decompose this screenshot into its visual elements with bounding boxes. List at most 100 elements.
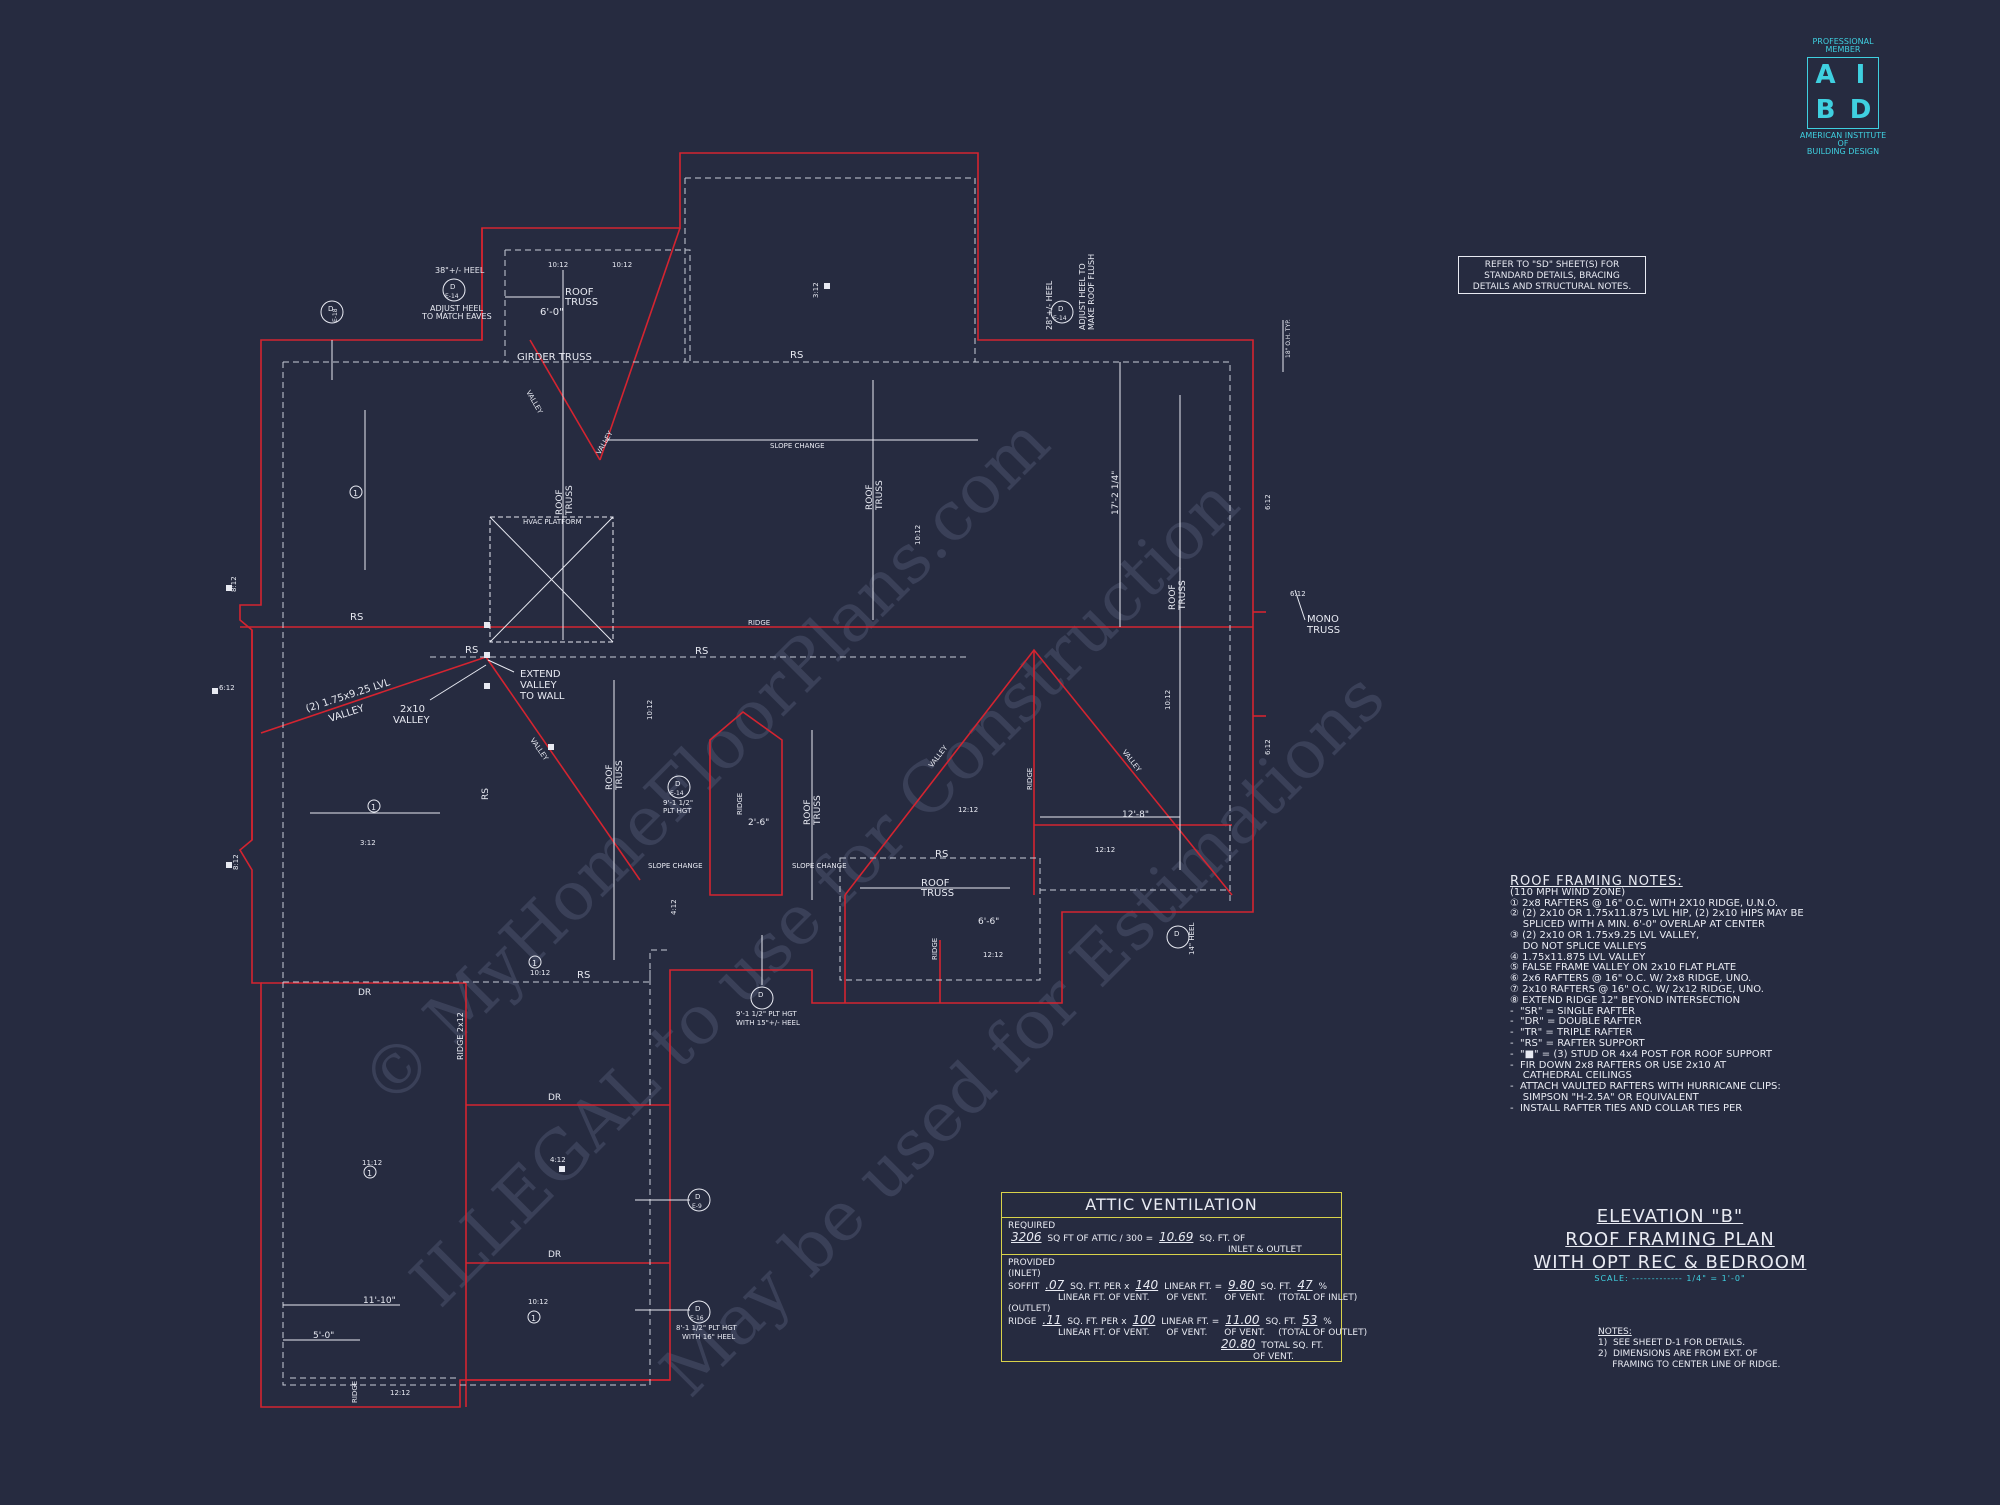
hvac-platform xyxy=(489,516,614,643)
adjust-heel-right-label: ADJUST HEEL TO xyxy=(1078,263,1087,330)
detail-bubble-4 xyxy=(667,775,691,799)
callout-1b xyxy=(367,799,381,813)
framing-note-line: ② (2) 2x10 OR 1.75x11.875 LVL HIP, (2) 2… xyxy=(1510,908,1804,920)
logo-top-2: MEMBER xyxy=(1825,45,1861,54)
rs-vertical: RS xyxy=(481,788,491,800)
reference-note: REFER TO "SD" SHEET(S) FOR STANDARD DETA… xyxy=(1458,256,1646,294)
ridge-lin: LINEAR FT. = xyxy=(1161,1317,1220,1327)
post-3 xyxy=(484,683,490,689)
pitch-label-b: 10:12 xyxy=(612,261,632,269)
truss-vertical-5: TRUSS xyxy=(813,795,823,826)
five-zero-label: 5'-0" xyxy=(313,1331,334,1341)
callout-1e xyxy=(527,1310,541,1324)
sheet-scale: SCALE: ------------- 1/4" = 1'-0" xyxy=(1594,1274,1746,1283)
pitch-label-m: 4:12 xyxy=(550,1156,566,1164)
truss-label-dormer: TRUSS xyxy=(920,888,954,899)
callout-one-a: 1 xyxy=(353,489,358,498)
grand-total-row: 20.80 TOTAL SQ. FT. xyxy=(1008,1338,1335,1352)
vent-required: REQUIRED 3206 SQ FT OF ATTIC / 300 = 10.… xyxy=(1002,1218,1341,1255)
truss-vertical-3: TRUSS xyxy=(1178,580,1188,611)
roof-truss-vertical-3: ROOF xyxy=(1168,584,1178,610)
ridge-label: RIDGE xyxy=(1008,1317,1037,1327)
valley-label-top: VALLEY xyxy=(524,389,544,416)
inlet-label: (INLET) xyxy=(1008,1269,1041,1279)
detail-bubble-7 xyxy=(687,1188,711,1212)
post-4 xyxy=(824,283,830,289)
detail-e14-3: E-14 xyxy=(1053,315,1067,322)
soffit-sub-row: LINEAR FT. OF VENT. OF VENT. OF VENT. (T… xyxy=(1008,1293,1357,1304)
hvac-label: HVAC PLATFORM xyxy=(523,518,582,526)
outlet-label: (OUTLET) xyxy=(1008,1304,1051,1314)
sheet-title-line-1: ELEVATION "B" xyxy=(1596,1206,1744,1227)
attic-ventilation-table: ATTIC VENTILATION REQUIRED 3206 SQ FT OF… xyxy=(1001,1192,1367,1362)
soffit-rate: .07 xyxy=(1045,1278,1065,1292)
soffit-pct-sign: % xyxy=(1318,1282,1328,1292)
ridge-row: RIDGE .11 SQ. FT. PER x 100 LINEAR FT. =… xyxy=(1008,1313,1335,1328)
rs-label-dormer: RS xyxy=(935,849,948,860)
framing-note-line: - "DR" = DOUBLE RAFTER xyxy=(1510,1016,1642,1028)
grand-of-vent: OF VENT. xyxy=(1253,1352,1294,1362)
girder-truss-label: GIRDER TRUSS xyxy=(517,352,592,363)
framing-note-line: - ATTACH VAULTED RAFTERS WITH HURRICANE … xyxy=(1510,1081,1781,1093)
roof-truss-vertical-5: ROOF xyxy=(803,799,813,825)
framing-note-line: ⑧ EXTEND RIDGE 12" BEYOND INTERSECTION xyxy=(1510,994,1741,1006)
framing-note-line: (110 MPH WIND ZONE) xyxy=(1510,886,1626,898)
sheet-title-line-3: WITH OPT REC & BEDROOM xyxy=(1533,1252,1807,1273)
slope-change-label-left: SLOPE CHANGE xyxy=(648,862,703,870)
general-notes-title: NOTES: xyxy=(1598,1327,1632,1337)
valley-top-2 xyxy=(529,339,601,461)
logo-top-1: PROFESSIONAL xyxy=(1812,37,1874,46)
logo-letter-i: I xyxy=(1855,60,1866,90)
plt-hgt-label-4: WITH 16" HEEL xyxy=(682,1333,735,1341)
callout-1d xyxy=(528,955,542,969)
roof-framing-notes: ROOF FRAMING NOTES: (110 MPH WIND ZONE) … xyxy=(1510,875,1840,1115)
twelve-eight-label: 12'-8" xyxy=(1122,810,1149,820)
roof-label-dormer: ROOF xyxy=(921,878,950,889)
detail-e14-4: E-14 xyxy=(670,790,684,797)
outer-roof-outline xyxy=(238,152,1254,1408)
pitch-label-c: 3:12 xyxy=(812,282,820,298)
soffit-row: SOFFIT .07 SQ. FT. PER x 140 LINEAR FT. … xyxy=(1008,1278,1335,1293)
framing-note-line: ⑦ 2x10 RAFTERS @ 16" O.C. W/ 2x12 RIDGE,… xyxy=(1510,983,1764,995)
slope-change-label-top: SLOPE CHANGE xyxy=(770,442,825,450)
soffit-per: SQ. FT. PER x xyxy=(1070,1282,1130,1292)
ridge-total: 11.00 xyxy=(1225,1313,1260,1327)
plt-hgt-label-2: WITH 15"+/- HEEL xyxy=(736,1019,800,1027)
soffit-lin: LINEAR FT. = xyxy=(1164,1282,1223,1292)
rs-label-mid-2: RS xyxy=(695,646,708,657)
post-7 xyxy=(226,585,232,591)
post-8 xyxy=(212,688,218,694)
framing-note-line: DO NOT SPLICE VALLEYS xyxy=(1510,940,1647,952)
pitch-label-u: 6:12 xyxy=(1290,590,1306,598)
callout-one-d: 1 xyxy=(532,959,537,968)
framing-note-line: ③ (2) 2x10 OR 1.75x9.25 LVL VALLEY, xyxy=(1510,929,1700,941)
sheet-title: ELEVATION "B" ROOF FRAMING PLAN WITH OPT… xyxy=(1525,1205,1815,1284)
framing-note-line: - FIR DOWN 2x8 RAFTERS OR USE 2x10 AT xyxy=(1510,1059,1727,1071)
rs-label-left: RS xyxy=(350,612,363,623)
provided-label: PROVIDED xyxy=(1008,1258,1055,1268)
detail-d-8: D xyxy=(695,1305,700,1313)
general-notes: NOTES: 1) SEE SHEET D-1 FOR DETAILS. 2) … xyxy=(1598,1327,1798,1371)
detail-e14-2: E-14 xyxy=(445,293,459,300)
twoxten-label: 2x10 xyxy=(400,704,425,715)
ridge-label-main: RIDGE xyxy=(748,619,770,627)
extend-label: EXTEND xyxy=(520,669,561,680)
dormer-outline xyxy=(709,710,783,896)
pitch-label-k: 3:12 xyxy=(360,839,376,847)
pitch-label-j: 12:12 xyxy=(983,951,1003,959)
soffit-of-vent-2: OF VENT. xyxy=(1224,1293,1266,1303)
pitch-label-i: 12:12 xyxy=(1095,846,1115,854)
plan-text: 38"+/- HEEL ADJUST HEEL TO MATCH EAVES 2… xyxy=(219,254,1340,1403)
dashed-top xyxy=(283,361,1231,905)
framing-note-line: - "■" = (3) STUD OR 4x4 POST FOR ROOF SU… xyxy=(1510,1048,1773,1060)
dr-label-2: DR xyxy=(548,1093,561,1103)
detail-e9-7: E-9 xyxy=(692,1203,702,1210)
plt-hgt-label-1: 9'-1 1/2" PLT HGT xyxy=(736,1010,797,1018)
pitch-label-d: 10:12 xyxy=(914,525,922,545)
general-note-line: FRAMING TO CENTER LINE OF RIDGE. xyxy=(1598,1360,1781,1370)
soffit-lin-vent: LINEAR FT. OF VENT. xyxy=(1058,1293,1150,1303)
detail-bubble-5 xyxy=(750,986,774,1010)
framing-note-line: - "SR" = SINGLE RAFTER xyxy=(1510,1005,1636,1017)
